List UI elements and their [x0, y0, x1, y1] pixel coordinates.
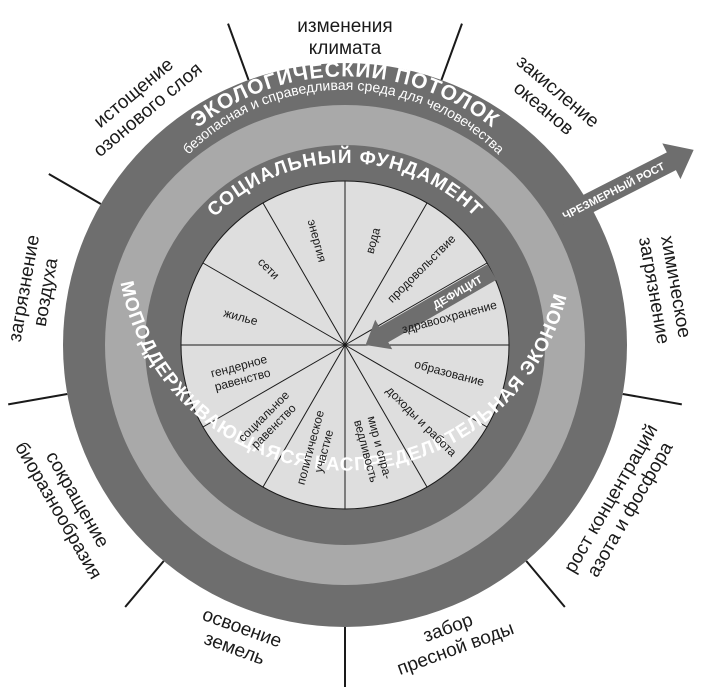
outer-spoke — [525, 560, 566, 608]
outer-spoke — [48, 173, 102, 205]
outer-spoke — [622, 392, 682, 406]
segment-divider — [202, 262, 346, 346]
segment-divider — [262, 202, 346, 346]
segment-divider — [344, 344, 488, 428]
boundary-label: химическоезагрязнение — [634, 232, 695, 346]
segment-label: мир и спра-ведливость — [351, 414, 395, 484]
segment-divider — [344, 202, 428, 346]
segment-label: вода — [363, 226, 383, 255]
boundary-label: загрязнениевоздуха — [5, 233, 66, 347]
outer-spoke — [8, 392, 68, 406]
segment-divider — [344, 262, 488, 346]
outer-spoke — [124, 560, 165, 608]
outer-spoke — [227, 23, 250, 81]
segment-divider — [202, 344, 346, 428]
segment-divider — [344, 344, 428, 488]
segment-divider — [262, 344, 346, 488]
outer-spoke — [440, 23, 463, 81]
